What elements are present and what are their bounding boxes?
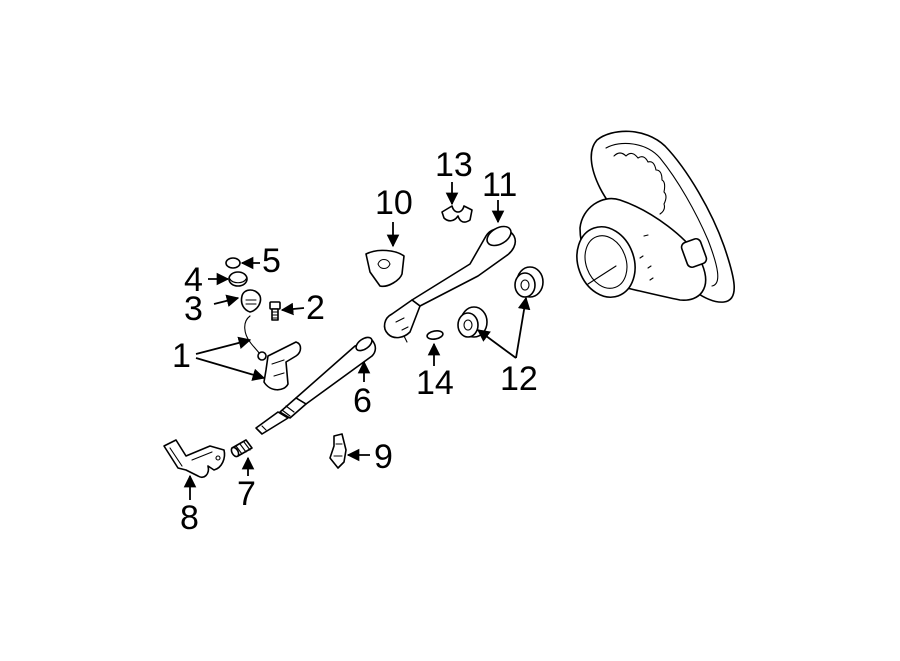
part-3-switch-drawing	[240, 289, 262, 313]
leader-12b	[476, 329, 517, 359]
callout-1: 1	[172, 337, 191, 375]
part-2-bolt-drawing	[269, 301, 281, 321]
leader-arrows	[183, 182, 531, 500]
upper-shaft-drawing	[383, 225, 517, 343]
callout-8: 8	[180, 499, 199, 537]
part-13-clamp-drawing	[441, 205, 473, 223]
callout-12: 12	[500, 360, 538, 398]
leader-1a	[195, 336, 252, 355]
part-4-knob-drawing	[228, 271, 248, 287]
steering-shaft-drawing	[255, 336, 377, 435]
part-9-clip-drawing	[329, 433, 347, 469]
callout-labels: 1 2 3 4 5 6 7 8 9 10 11 12 13 14	[172, 146, 538, 537]
callout-10: 10	[375, 184, 413, 222]
callout-4: 4	[184, 261, 203, 299]
part-5-cap-drawing	[225, 257, 241, 269]
part-12-bushings-drawing	[457, 266, 544, 338]
leader-2	[280, 302, 305, 316]
part-8-lever-drawing	[163, 439, 226, 479]
callout-7: 7	[237, 475, 256, 513]
part-1-bracket-drawing	[244, 315, 302, 391]
leader-12a	[515, 296, 531, 359]
callout-13: 13	[435, 146, 473, 184]
part-14-ring-drawing	[426, 330, 444, 340]
callout-6: 6	[353, 382, 372, 420]
steering-wheel-drawing	[576, 130, 736, 303]
callout-11: 11	[482, 166, 517, 204]
leader-1b	[195, 357, 266, 381]
part-10-cover-drawing	[365, 249, 405, 288]
callout-14: 14	[416, 364, 454, 402]
callout-2: 2	[306, 289, 325, 327]
callout-9: 9	[374, 438, 393, 476]
leader-3	[213, 294, 240, 307]
callout-5: 5	[262, 242, 281, 280]
callout-3: 3	[184, 290, 203, 328]
part-7-spring-drawing	[230, 439, 253, 458]
